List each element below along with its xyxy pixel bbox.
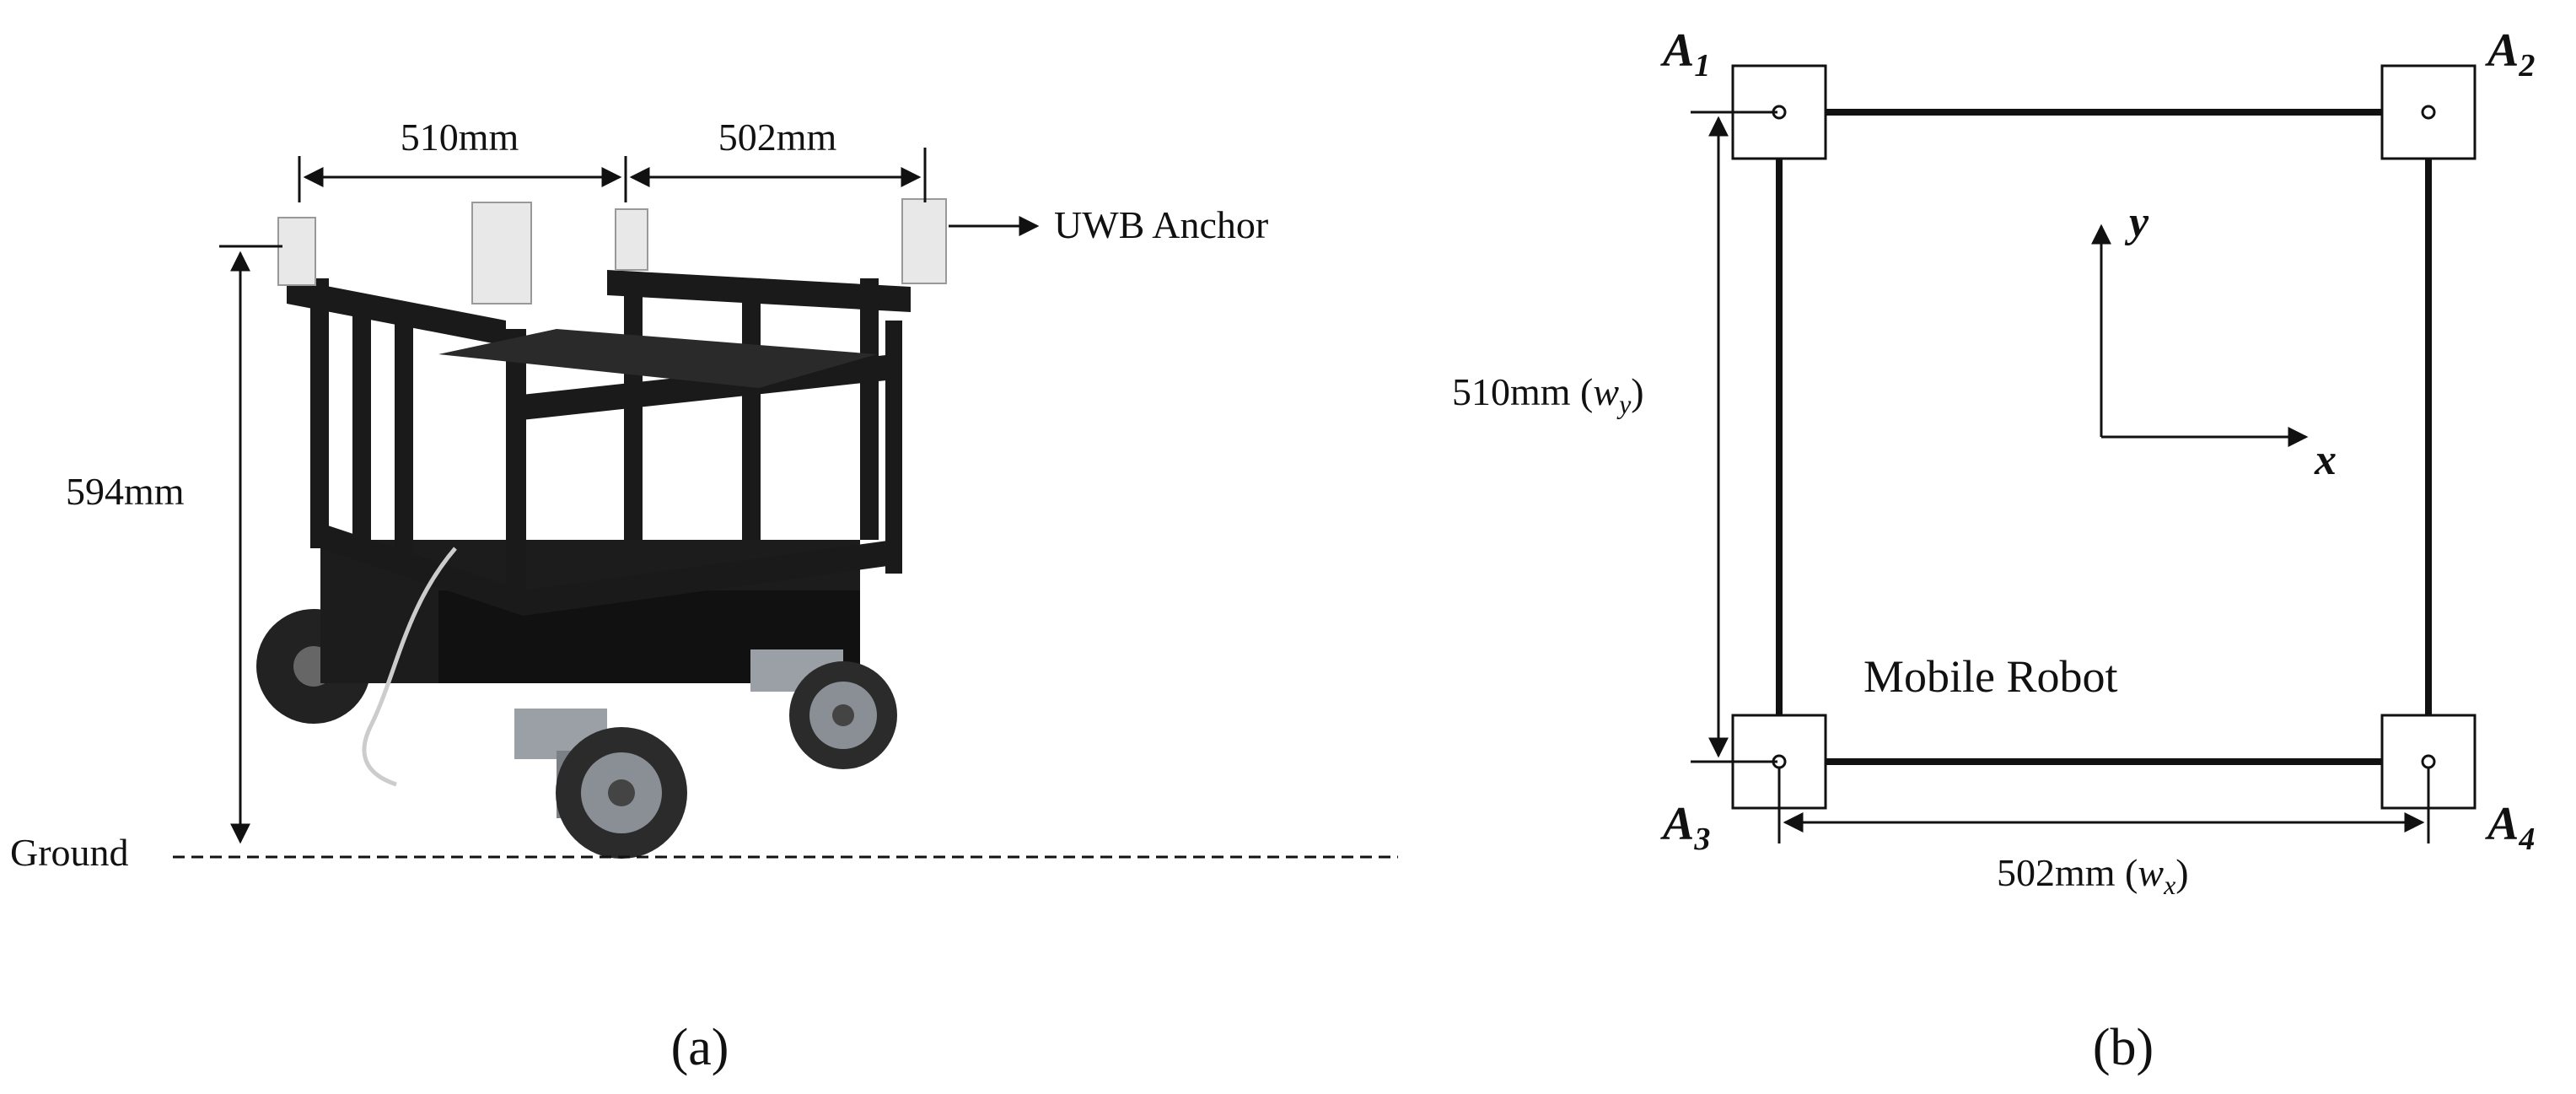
robot-photo [256, 198, 947, 859]
ground-label: Ground [10, 831, 129, 874]
axes [2091, 224, 2309, 447]
caster-rear [750, 649, 897, 769]
panel-b: y x A1 A2 A3 A4 Mobile Robot 510mm (wy) … [1452, 24, 2535, 1076]
mobile-robot-label: Mobile Robot [1863, 651, 2118, 702]
label-a3: A3 [1660, 798, 1710, 857]
dim-label-510: 510mm [401, 116, 519, 159]
label-a2: A2 [2485, 24, 2535, 84]
axis-x-label: x [2314, 436, 2337, 484]
dim-label-wx: 502mm (wx) [1997, 851, 2189, 900]
caption-b: (b) [2093, 1019, 2154, 1076]
dim-label-wy: 510mm (wy) [1452, 370, 1644, 419]
caster-front [514, 709, 687, 859]
frame-posts [310, 278, 902, 607]
label-a1: A1 [1660, 24, 1710, 84]
platform [438, 329, 877, 388]
cable [362, 547, 457, 787]
axis-y-label: y [2124, 198, 2149, 246]
dimension-lines-b [1691, 110, 2430, 843]
dim-label-502: 502mm [718, 116, 837, 159]
robot-outline [1776, 109, 2432, 765]
uwb-anchor-label: UWB Anchor [1054, 203, 1268, 246]
dim-label-594: 594mm [66, 470, 185, 513]
dimension-lines-a [219, 148, 1040, 844]
label-a4: A4 [2485, 798, 2535, 857]
caption-a: (a) [671, 1019, 729, 1076]
panel-a: 510mm 502mm 594mm UWB Anchor Ground (a) [10, 116, 1398, 1076]
